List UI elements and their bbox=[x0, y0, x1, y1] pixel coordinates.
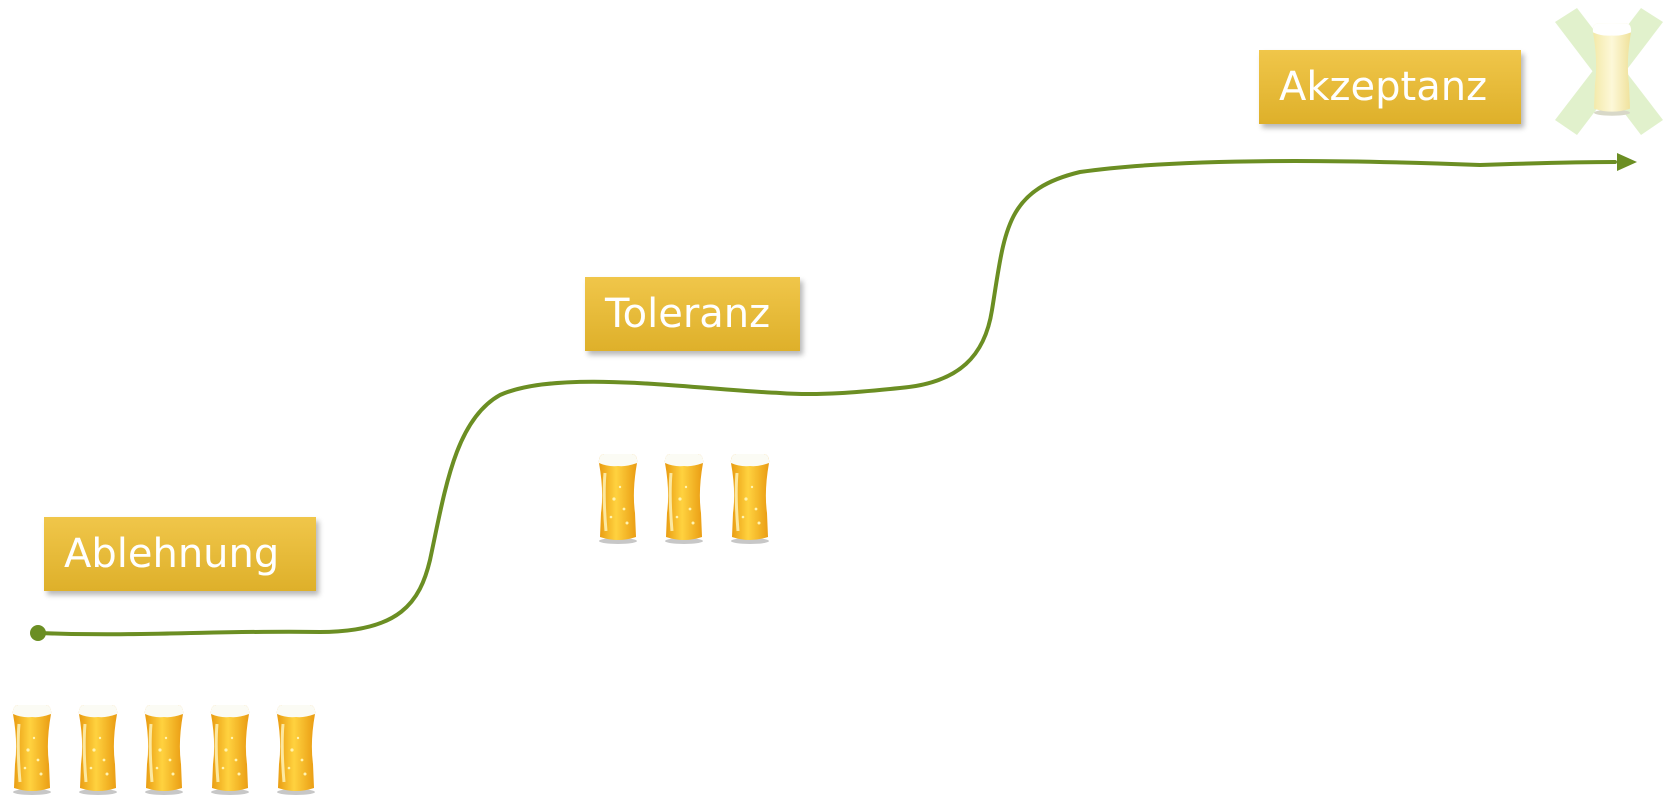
beer-glass-icon bbox=[275, 703, 317, 796]
glass-group-toleranz bbox=[597, 452, 771, 545]
glass-group-ablehnung bbox=[11, 703, 317, 796]
beer-glass-icon bbox=[209, 703, 251, 796]
stage-label-toleranz: Toleranz bbox=[585, 277, 800, 351]
curve-arrowhead bbox=[1617, 153, 1637, 171]
crossed-out-glass bbox=[1555, 8, 1663, 135]
beer-glass-icon bbox=[11, 703, 53, 796]
stage-label-akzeptanz: Akzeptanz bbox=[1259, 50, 1521, 124]
beer-glass-icon bbox=[663, 452, 705, 545]
growth-curve bbox=[36, 159, 1617, 637]
stage-label-ablehnung: Ablehnung bbox=[44, 517, 316, 591]
beer-glass-icon bbox=[143, 703, 185, 796]
curve-start-dot bbox=[30, 625, 46, 641]
beer-glass-icon bbox=[729, 452, 771, 545]
beer-glass-icon bbox=[1592, 23, 1632, 116]
beer-glass-icon bbox=[77, 703, 119, 796]
beer-glass-icon bbox=[597, 452, 639, 545]
